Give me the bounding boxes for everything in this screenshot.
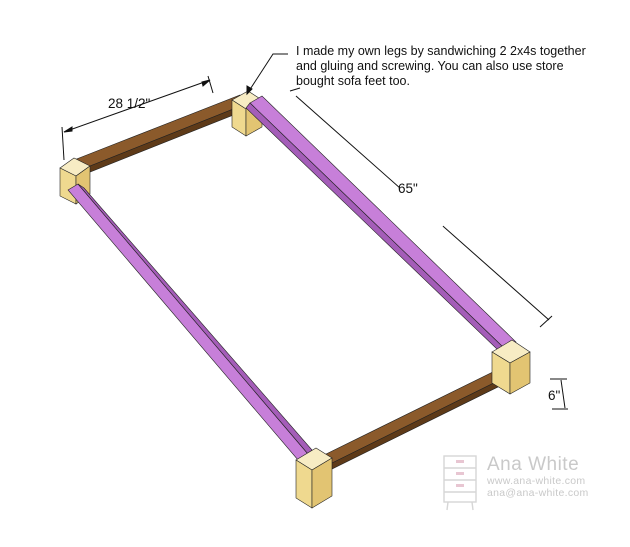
note-line: I made my own legs by sandwiching 2 2x4s… xyxy=(296,44,586,58)
length-dimension xyxy=(289,87,553,328)
width-label: 28 1/2" xyxy=(108,96,151,111)
note-line: and gluing and screwing. You can also us… xyxy=(296,59,564,73)
watermark-name: Ana White xyxy=(487,454,580,475)
back-end-rail xyxy=(73,94,247,177)
leg-front-left xyxy=(295,447,333,509)
leg-construction-note: I made my own legs by sandwiching 2 2x4s… xyxy=(296,44,616,89)
right-side-rail xyxy=(245,95,517,353)
watermark-url: www.ana-white.com xyxy=(487,475,586,487)
watermark: Ana White www.ana-white.com ana@ana-whit… xyxy=(487,454,589,500)
width-dimension xyxy=(61,75,214,161)
front-end-rail xyxy=(317,365,511,475)
height-label: 6" xyxy=(548,388,561,403)
height-dimension xyxy=(550,378,568,410)
left-side-rail xyxy=(67,183,313,461)
note-line: bought sofa feet too. xyxy=(296,74,410,88)
watermark-email: ana@ana-white.com xyxy=(487,487,589,499)
annotation-leader xyxy=(246,53,288,96)
leg-front-right xyxy=(491,339,531,395)
length-label: 65" xyxy=(398,181,418,196)
dresser-logo-icon xyxy=(443,455,477,511)
